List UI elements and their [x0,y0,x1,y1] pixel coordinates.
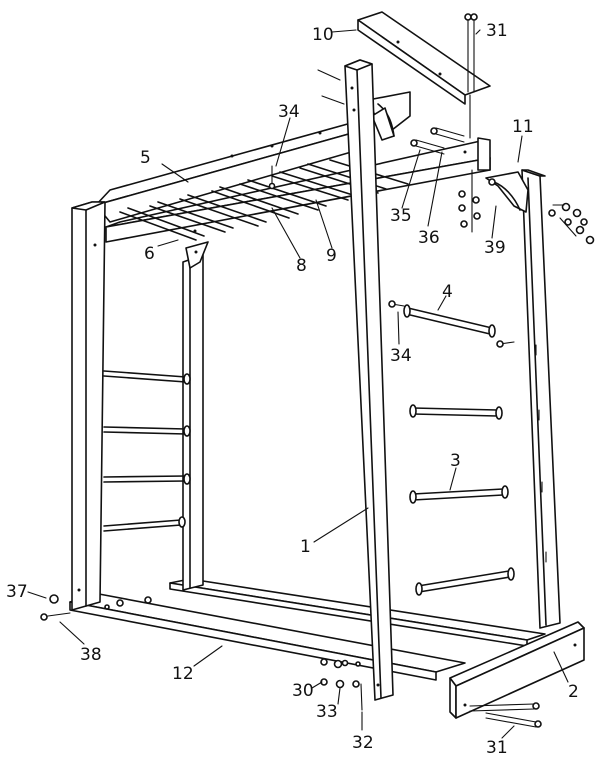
label-part-12: 12 [172,664,194,684]
cross-beam-10 [357,11,491,105]
left-rear-post [182,254,204,591]
top-bolts-31 [464,13,478,139]
right-rear-post-11 [521,169,561,629]
label-part-1: 1 [300,537,311,557]
bolts-35-36 [410,127,481,233]
right-fasteners [548,202,595,245]
label-part-31-top: 31 [486,21,508,41]
label-part-31-bottom: 31 [486,738,508,758]
label-part-8: 8 [296,256,307,276]
rung-4 [388,300,515,348]
base-rail-12 [69,593,466,681]
label-part-34-top: 34 [278,102,300,122]
part-labels: 10 31 34 11 5 6 8 9 35 36 39 4 34 3 1 37… [6,21,579,758]
label-part-34-mid: 34 [390,346,412,366]
label-part-4: 4 [442,282,453,302]
fasteners-37-38 [40,594,71,621]
bottom-bolts-31 [469,702,542,728]
label-part-5: 5 [140,148,151,168]
label-part-33: 33 [316,702,338,722]
leader-lines [27,29,569,739]
label-part-37: 37 [6,582,28,602]
label-part-38: 38 [80,645,102,665]
label-part-30: 30 [292,681,314,701]
label-part-2: 2 [568,682,579,702]
label-part-10: 10 [312,25,334,45]
label-part-35: 35 [390,206,412,226]
foot-beam-2 [449,621,585,719]
bottom-fasteners [104,596,363,711]
main-front-post-1 [317,59,394,701]
corner-bracket [185,241,209,269]
label-part-6: 6 [144,244,155,264]
label-part-39: 39 [484,238,506,258]
label-part-11: 11 [512,117,534,137]
bolt-34-top [268,165,276,190]
left-ladder-rungs [103,370,191,532]
upper-bracket [367,91,411,141]
back-ladder-rungs [409,404,515,596]
label-part-9: 9 [326,246,337,266]
label-part-32: 32 [352,733,374,753]
label-part-3: 3 [450,451,461,471]
bracket-39 [485,171,529,213]
label-part-36: 36 [418,228,440,248]
left-front-post [71,201,106,611]
